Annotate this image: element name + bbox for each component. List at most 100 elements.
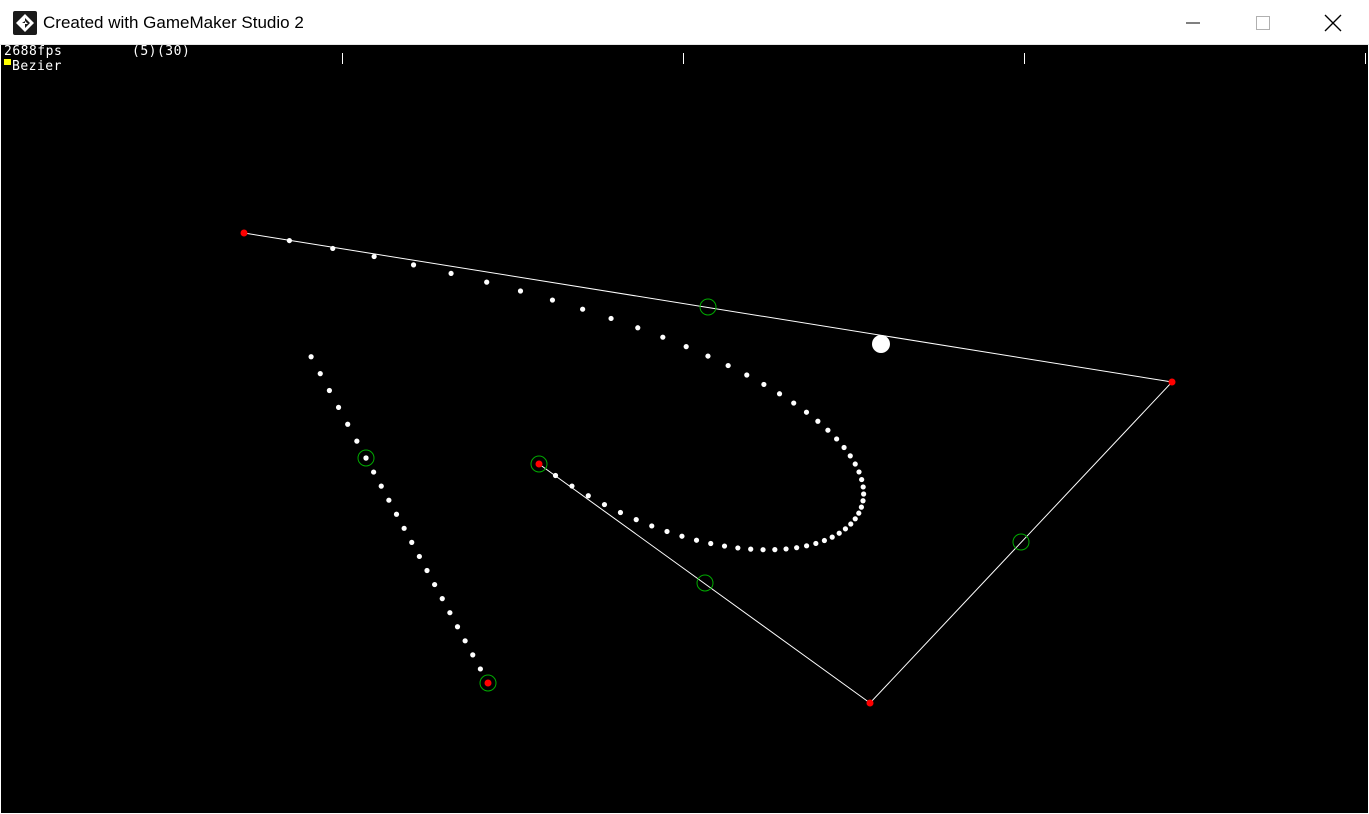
curve-dot <box>454 624 461 630</box>
handle-ring <box>357 449 375 467</box>
curve-dot <box>841 444 847 451</box>
curve-dot <box>842 526 849 532</box>
gamemaker-icon <box>13 11 37 35</box>
curve-dot <box>569 483 575 489</box>
curve-dot <box>803 543 810 549</box>
curve-dot <box>549 297 556 303</box>
maximize-button[interactable] <box>1228 0 1298 45</box>
curve-dot <box>848 521 854 527</box>
handle-ring <box>1012 533 1030 551</box>
curve-dot <box>371 253 377 260</box>
handle-ring <box>479 674 497 692</box>
curve-dot <box>829 534 835 540</box>
fps-counter: 2688fps <box>4 45 63 59</box>
curve-dot <box>617 509 624 516</box>
curve-dot <box>354 438 360 444</box>
curve-dot <box>721 543 728 549</box>
curve-dot <box>859 476 865 483</box>
curve-dot <box>635 325 641 331</box>
handle-ring <box>696 574 714 592</box>
curve-dot <box>286 237 292 244</box>
curve-dot <box>649 523 655 529</box>
curve-dot <box>761 381 767 388</box>
curve-dot <box>794 545 800 551</box>
curve-dot <box>735 545 741 551</box>
curve-dot <box>378 483 384 489</box>
curve-dot <box>852 461 858 467</box>
curve-dot <box>760 547 766 553</box>
mode-label: Bezier <box>12 59 62 74</box>
curve-dot <box>725 362 731 369</box>
bezier-scene <box>240 229 1176 707</box>
debug-tick <box>342 53 343 64</box>
handle-ring <box>699 298 717 316</box>
curve-dot <box>416 553 422 560</box>
curve-dot <box>803 409 810 415</box>
curve-dot <box>308 354 314 360</box>
curve-dot <box>371 469 377 475</box>
curve-dot <box>317 371 323 377</box>
debug-tick <box>1365 53 1366 64</box>
title-bar[interactable]: Created with GameMaker Studio 2 <box>0 0 1369 45</box>
control-polygon-line <box>243 232 1174 704</box>
curve-dot <box>517 288 524 294</box>
curve-dot <box>326 387 332 394</box>
curve-dot <box>580 306 586 312</box>
game-canvas[interactable]: 2688fps (5)(30) Bezier <box>1 45 1368 813</box>
curve-dot <box>330 245 336 252</box>
curve-dot <box>477 666 483 672</box>
curve-dot <box>608 315 614 322</box>
control-point <box>535 460 543 468</box>
curve-dot <box>776 391 783 397</box>
window-title: Created with GameMaker Studio 2 <box>43 13 304 32</box>
curve-dot <box>772 547 778 553</box>
curve-dot <box>836 530 842 536</box>
curve-dot <box>552 472 559 479</box>
curve-dot <box>424 567 430 574</box>
curve-dot <box>432 581 438 588</box>
curve-dot <box>861 491 867 497</box>
curve-dot <box>345 421 351 427</box>
curve-dot <box>401 525 407 531</box>
curve-dot <box>386 497 392 503</box>
minimize-button[interactable] <box>1158 0 1228 45</box>
animated-dot <box>872 335 890 353</box>
curve-dot <box>660 334 666 340</box>
debug-counts: (5)(30) <box>132 45 191 59</box>
curve-dot <box>858 504 864 510</box>
curve-dot <box>705 353 711 359</box>
curve-dot <box>393 511 400 517</box>
curve-dot <box>834 436 840 442</box>
curve-dot <box>664 528 670 535</box>
maximize-icon <box>1256 15 1270 30</box>
curve-dot <box>683 344 689 350</box>
curve-dot <box>462 638 468 644</box>
debug-tick <box>1024 53 1025 64</box>
curve-dot <box>783 546 789 552</box>
handle-ring <box>530 455 548 473</box>
curve-dot <box>847 453 853 459</box>
control-point <box>866 699 874 707</box>
curve-dot <box>410 262 417 268</box>
curve-dot <box>409 539 415 545</box>
debug-indicator <box>4 59 11 65</box>
curve-dot <box>821 537 827 544</box>
curve-dot <box>363 455 369 461</box>
control-point <box>484 679 492 687</box>
curve-dot <box>693 537 700 543</box>
curve-dot <box>744 372 750 378</box>
curve-dot <box>815 418 821 424</box>
curve-dot <box>856 510 862 516</box>
curve-dot <box>439 596 445 602</box>
close-button[interactable] <box>1298 0 1368 45</box>
curve-dot <box>448 270 454 277</box>
minimize-icon <box>1186 22 1200 23</box>
curve-dot <box>856 469 862 475</box>
curve-dot <box>791 400 797 406</box>
curve-dot <box>335 404 342 410</box>
curve-dot <box>470 652 476 658</box>
curve-dot <box>679 533 685 539</box>
curve-dot <box>484 279 490 285</box>
control-point <box>240 229 248 237</box>
